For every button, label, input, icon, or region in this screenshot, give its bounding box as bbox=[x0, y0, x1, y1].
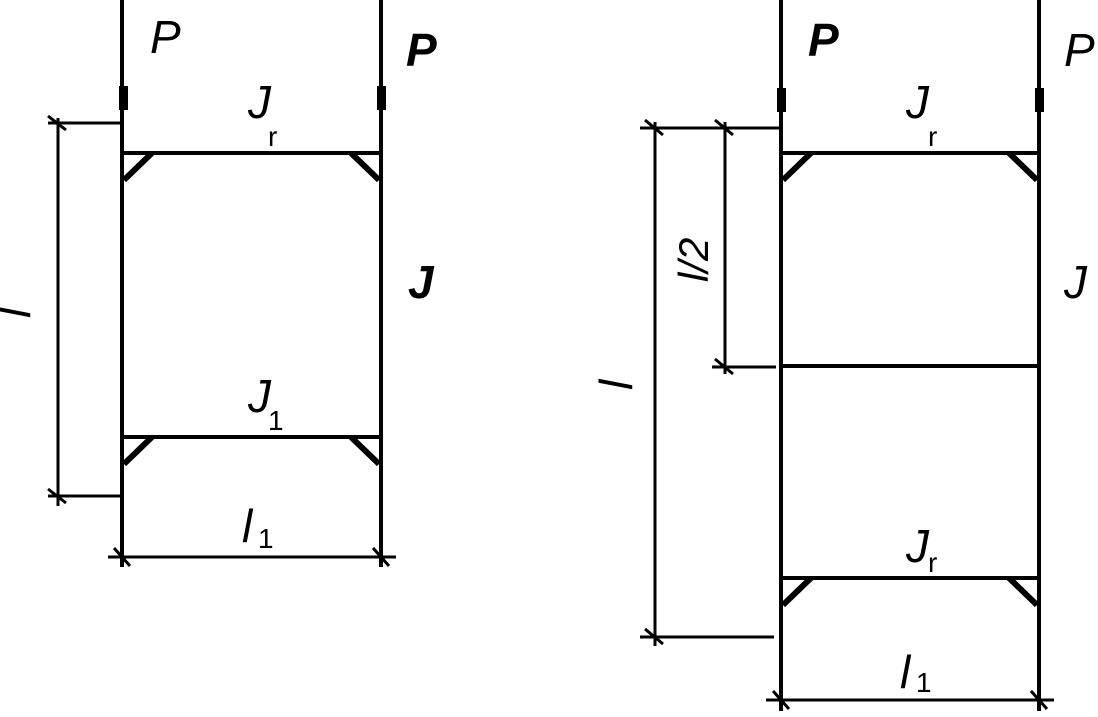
left-frame-top-beam-label: J bbox=[247, 76, 272, 128]
left-frame-column-label: J bbox=[408, 256, 435, 308]
left-frame-load-marker-right bbox=[377, 86, 386, 110]
left-frame-load-marker-left bbox=[119, 86, 128, 110]
left-frame-dimension-tick bbox=[371, 547, 391, 567]
left-frame-haunch bbox=[348, 434, 382, 467]
right-frame-dimension-tick bbox=[1029, 690, 1049, 710]
left-frame-load-left-label: P bbox=[150, 11, 181, 63]
right-frame-haunch bbox=[1006, 575, 1040, 608]
left-frame-dimension-tick bbox=[112, 547, 132, 567]
right-frame-column-label: J bbox=[1063, 256, 1088, 308]
right-frame-width-label: l bbox=[900, 646, 912, 698]
left-frame-haunch bbox=[348, 150, 382, 183]
right-frame-dimension-tick bbox=[771, 690, 791, 710]
right-frame-top-beam-subscript: r bbox=[928, 121, 937, 152]
right-frame-bottom-beam-label: J bbox=[905, 520, 930, 572]
right-frame-dimension-tick bbox=[714, 357, 734, 376]
left-frame-height-label: l bbox=[0, 306, 40, 318]
right-frame-load-left-label: P bbox=[808, 14, 839, 66]
right-frame-load-marker-left bbox=[777, 88, 786, 112]
left-frame-top-beam-subscript: r bbox=[268, 121, 277, 152]
right-frame: P P J r J r J l 1 l l/2 bbox=[590, 0, 1095, 711]
left-frame-dimension-tick bbox=[47, 114, 67, 132]
right-frame-haunch bbox=[1006, 150, 1040, 183]
left-frame: P P J r J 1 J l 1 l bbox=[0, 0, 437, 567]
right-frame-top-beam-label: J bbox=[905, 76, 930, 128]
left-frame-haunch bbox=[121, 434, 155, 467]
right-frame-width-subscript: 1 bbox=[916, 667, 932, 698]
left-frame-load-right-label: P bbox=[406, 24, 437, 76]
left-frame-dimension-tick bbox=[47, 487, 67, 505]
right-frame-dimension-tick bbox=[644, 118, 664, 137]
right-frame-load-right-label: P bbox=[1064, 24, 1095, 76]
right-frame-height-label: l bbox=[590, 378, 642, 390]
right-frame-haunch bbox=[780, 150, 814, 183]
left-frame-width-subscript: 1 bbox=[258, 523, 274, 554]
right-frame-dimension-tick bbox=[644, 627, 664, 646]
right-frame-dimension-tick bbox=[714, 118, 734, 137]
left-frame-bottom-beam-label: J bbox=[247, 370, 272, 422]
left-frame-width-label: l bbox=[242, 500, 254, 552]
left-frame-haunch bbox=[121, 150, 155, 183]
right-frame-half-height-label: l/2 bbox=[670, 238, 717, 282]
right-frame-load-marker-right bbox=[1035, 88, 1044, 112]
right-frame-haunch bbox=[780, 575, 814, 608]
left-frame-bottom-beam-subscript: 1 bbox=[268, 405, 284, 436]
right-frame-bottom-beam-subscript: r bbox=[928, 547, 937, 578]
